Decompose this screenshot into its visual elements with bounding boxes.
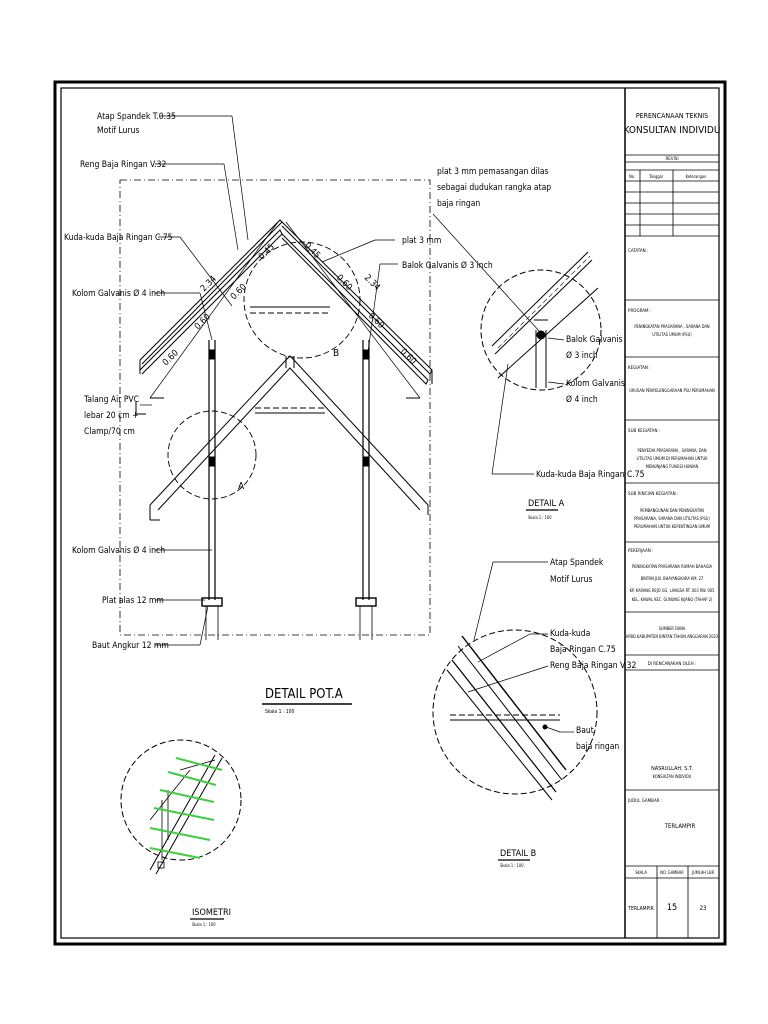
- dim-right-total: 2.34: [362, 273, 382, 293]
- tb-subkeg-2: UTILITAS UMUM DI PERUMAHAN UNTUK: [637, 456, 709, 461]
- tb-footer-nogambar-value: 15: [667, 903, 677, 913]
- detail-b-atap: Atap Spandek: [550, 558, 604, 568]
- callout-baja-ringan: baja ringan: [437, 199, 480, 209]
- detail-a-title: DETAIL A: [528, 499, 565, 509]
- tb-program-2: UTILITAS UMUM (PSU): [652, 332, 692, 337]
- detail-a-drawing: [432, 213, 602, 475]
- tb-header-2: KONSULTAN INDIVIDU: [624, 125, 721, 136]
- callout-dudukan: sebagai dudukan rangka atap: [437, 183, 551, 193]
- detail-a-labels: Balok Galvanis Ø 3 inch Kolom Galvanis Ø…: [528, 335, 645, 520]
- tb-rincian-3: PERUMAHAN UNTUK KEPENTINGAN UMUM: [634, 524, 710, 529]
- detail-a-balok: Balok Galvanis: [566, 335, 623, 345]
- tb-rincian-1: PEMBANGUNAN DAN PENINGKATAN: [640, 508, 704, 513]
- detail-a-kolom: Kolom Galvanis: [566, 379, 625, 389]
- callout-talang: Talang Air PVC: [83, 395, 139, 405]
- detail-a-balok-size: Ø 3 inch: [566, 350, 598, 361]
- tb-catatan: CATATAN :: [628, 248, 648, 254]
- detail-b-scale: Skala 1 : 100: [500, 863, 524, 868]
- callout-balok: Balok Galvanis Ø 3 inch: [402, 260, 493, 271]
- detail-b-labels: Atap Spandek Motif Lurus Kuda-kuda Baja …: [500, 558, 636, 868]
- tb-program-label: PROGRAM :: [628, 308, 651, 314]
- main-scale: Skala 1 : 100: [265, 709, 295, 715]
- detail-b-reng: Reng Baja Ringan V.32: [550, 661, 636, 671]
- callout-kolom-top: Kolom Galvanis Ø 4 inch: [72, 288, 165, 299]
- dim-left-1: 0.45: [257, 242, 277, 262]
- tb-pekerjaan-2: BINTAN JLN. BHAYANGKARA KM. 27: [641, 576, 704, 581]
- callout-kuda-kuda: Kuda-kuda Baja Ringan C.75: [64, 233, 173, 243]
- detail-b-baut-type: baja ringan: [576, 742, 619, 752]
- marker-a: A: [238, 481, 245, 492]
- tb-header-1: PERENCANAAN TEKNIS: [636, 112, 708, 120]
- detail-a-kuda-kuda: Kuda-kuda Baja Ringan C.75: [536, 470, 645, 480]
- tb-footer-skala-value: TERLAMPIR: [627, 906, 653, 912]
- isometric-drawing: [120, 739, 242, 875]
- tb-judul-label: JUDUL GAMBAR :: [627, 798, 662, 804]
- callout-talang-lebar: lebar 20 cm +: [84, 411, 139, 421]
- tb-pekerjaan-label: PEKERJAAN :: [628, 548, 653, 554]
- tb-footer-jumlah: JUMLAH LBR: [691, 870, 715, 875]
- title-block: [625, 154, 719, 938]
- detail-b-baut: Baut: [576, 726, 594, 736]
- tb-pekerjaan-4: KEL. KAWAL KEC. GUNUNG KIJANG (TAHAP 2): [632, 597, 713, 602]
- callout-plat-3mm: plat 3 mm: [402, 236, 441, 246]
- detail-b-title: DETAIL B: [500, 849, 536, 859]
- tb-subkeg-3: MENUNJANG FUNGSI HUNIAN: [646, 464, 699, 469]
- tb-footer-nogambar: NO. GAMBAR: [660, 870, 684, 875]
- tb-sumber-2: APBD KABUPATEN BINTAN TAHUN ANGGARAN 202…: [626, 634, 718, 639]
- tb-pekerjaan-3: KP. KARANG REJO GG. LANGSA RT. 003 RW. 0…: [630, 588, 715, 593]
- tb-judul-value: TERLAMPIR: [664, 823, 696, 830]
- tb-sumber-1: SUMBER DANA: [659, 626, 686, 631]
- tb-direncanakan: DI RENCANAKAN OLEH :: [648, 661, 697, 667]
- callout-plat-dilas: plat 3 mm pemasangan dilas: [437, 167, 549, 177]
- callout-baut-angkur: Baut Angkur 12 mm: [92, 641, 169, 651]
- tb-kegiatan-value: URUSAN PENYELENGGARAAN PSU PERUMAHAN: [629, 388, 715, 393]
- callout-reng: Reng Baja Ringan V.32: [80, 160, 166, 170]
- tb-subkeg-label: SUB KEGIATAN :: [628, 428, 660, 434]
- title-block-text: PERENCANAAN TEKNIS KONSULTAN INDIVIDU RE…: [624, 112, 721, 913]
- detail-a-kolom-size: Ø 4 inch: [566, 394, 598, 405]
- tb-footer-skala: SKALA: [635, 870, 647, 875]
- tb-kegiatan-label: KEGIATAN :: [628, 365, 651, 371]
- tb-pekerjaan-1: PENINGKATAN PRASARANA RUMAH BAHAGIA: [632, 564, 713, 569]
- main-title: DETAIL POT.A: [265, 687, 343, 702]
- inner-border: [60, 87, 720, 939]
- tb-planner-name: NASRULLAH, S.T.: [651, 766, 693, 772]
- tb-planner-role: KONSULTAN INDIVIDU: [653, 774, 692, 779]
- main-title-group: DETAIL POT.A Skala 1 : 100: [262, 687, 352, 715]
- main-section-drawing: [119, 115, 433, 646]
- detail-b-kuda-size: Baja Ringan C.75: [550, 645, 616, 655]
- detail-a-scale: Skala 1 : 100: [528, 515, 552, 520]
- isometric-scale: Skala 1 : 100: [192, 922, 216, 927]
- marker-b: B: [333, 348, 339, 359]
- outer-border: [53, 80, 727, 946]
- dim-right-4: 0.60: [398, 347, 418, 367]
- dimension-labels: 2.34 0.45 0.60 0.60 0.60 2.34 0.45 0.60 …: [161, 241, 418, 492]
- detail-b-motif: Motif Lurus: [550, 575, 592, 585]
- tb-rincian-2: PRASARANA, SARANA DAN UTILITAS (PSU): [634, 516, 710, 521]
- detail-b-kuda: Kuda-kuda: [550, 629, 590, 639]
- isometric-title: ISOMETRI: [192, 908, 231, 918]
- tb-revisi-no: No.: [629, 174, 635, 179]
- tb-rincian-label: SUB RINCIAN KEGIATAN :: [628, 491, 678, 497]
- tb-revisi-keterangan: Keterangan: [686, 174, 707, 179]
- callout-atap-spandek: Atap Spandek T.0.35: [97, 112, 176, 122]
- main-callouts: Atap Spandek T.0.35 Motif Lurus Reng Baj…: [64, 112, 551, 651]
- dim-right-3: 0.60: [366, 311, 386, 331]
- isometric-labels: ISOMETRI Skala 1 : 100: [192, 908, 231, 927]
- callout-motif-lurus: Motif Lurus: [97, 126, 139, 136]
- tb-revisi-tanggal: Tanggal: [648, 174, 663, 179]
- tb-footer-jumlah-value: 23: [700, 905, 707, 912]
- tb-revisi: REVISI: [665, 156, 678, 162]
- detail-b-drawing: [432, 561, 598, 801]
- dim-left-total: 2.34: [199, 274, 219, 294]
- callout-kolom-bottom: Kolom Galvanis Ø 4 inch: [72, 545, 165, 556]
- callout-plat-alas: Plat alas 12 mm: [102, 596, 164, 606]
- callout-talang-clamp: Clamp/70 cm: [84, 427, 135, 437]
- tb-program-1: PENINGKATAN PRASARANA , SARANA DAN: [634, 324, 710, 329]
- tb-subkeg-1: PENYEDIA PRASARANA , SARANA, DAN: [637, 448, 706, 453]
